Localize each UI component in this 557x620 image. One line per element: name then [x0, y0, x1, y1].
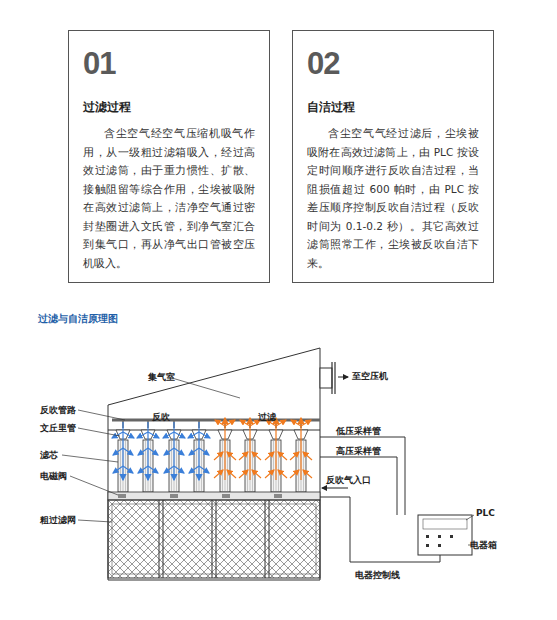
leader-line: [172, 378, 240, 398]
leader-line: [466, 515, 474, 520]
part-label: 反吹气入口: [326, 475, 371, 486]
text-card: 02 自洁过程含尘空气气经过滤后，尘埃被吸附在高效过滤筒上，由 PLC 按设定时间…: [292, 30, 494, 283]
filter-cartridge: [163, 422, 185, 492]
coarse-mesh: [108, 500, 320, 578]
leader-line: [62, 455, 118, 462]
leader-line: [78, 428, 120, 436]
housing-outline: [108, 348, 320, 580]
part-label: 电器箱: [470, 540, 497, 551]
high-pressure-line: [320, 457, 397, 515]
part-label: 粗过滤网: [40, 515, 76, 526]
part-label: 滤芯: [40, 450, 58, 461]
filter-cartridge: [214, 418, 236, 492]
mesh-dividers: [159, 500, 269, 578]
filter-cartridge: [137, 422, 159, 492]
card-number: 02: [307, 47, 479, 81]
low-pressure-line: [320, 437, 405, 515]
part-label: 高压采样管: [336, 446, 381, 457]
part-label: PLC: [476, 508, 495, 519]
blowback-inlet-arrow: [322, 488, 348, 489]
card-number: 01: [83, 47, 255, 81]
mesh-frame: [112, 504, 316, 574]
outlet-pipe: [320, 368, 332, 388]
card-heading: 自洁过程: [307, 99, 479, 115]
part-label: 电磁阀: [40, 471, 67, 482]
outlet-flange: [332, 362, 335, 394]
card-body-text: 含尘空气气经过滤后，尘埃被吸附在高效过滤筒上，由 PLC 按设定时间顺序进行反吹…: [307, 124, 479, 272]
plc-panel: [423, 519, 467, 529]
valve-plate: [108, 492, 320, 500]
tube-sheet: [108, 430, 320, 431]
solenoid-valves: [118, 494, 282, 498]
part-label: 反吹管路: [40, 405, 76, 416]
filter-cartridge: [188, 422, 210, 492]
leader-line: [70, 476, 118, 495]
leader-line: [78, 520, 112, 522]
plc-buttons: [426, 535, 453, 547]
diagram-title: 过滤与自洁原理图: [38, 312, 118, 326]
part-label: 集气室: [148, 372, 175, 383]
text-card: 01 过滤过程含尘空气经空气压缩机吸气作用，从一级粗过滤箱吸入，经过高效过滤筒，由…: [68, 30, 270, 283]
part-label: 至空压机: [352, 371, 388, 382]
filter-cartridge: [239, 418, 261, 492]
part-label: 低压采样管: [336, 426, 381, 437]
part-label: 反吹: [152, 412, 170, 423]
leader-line: [78, 410, 125, 420]
card-body-text: 含尘空气经空气压缩机吸气作用，从一级粗过滤箱吸入，经过高效过滤筒，由于重力惯性、…: [83, 124, 255, 272]
outlet-arrow: [338, 377, 348, 378]
filter-cartridge: [290, 418, 312, 492]
part-label: 过滤: [258, 412, 276, 423]
part-label: 文丘里管: [40, 423, 76, 434]
plc-box: [418, 515, 472, 555]
card-heading: 过滤过程: [83, 99, 255, 115]
filter-cartridge: [112, 422, 134, 492]
filter-cartridge: [265, 418, 287, 492]
part-label: 电器控制线: [355, 570, 400, 581]
